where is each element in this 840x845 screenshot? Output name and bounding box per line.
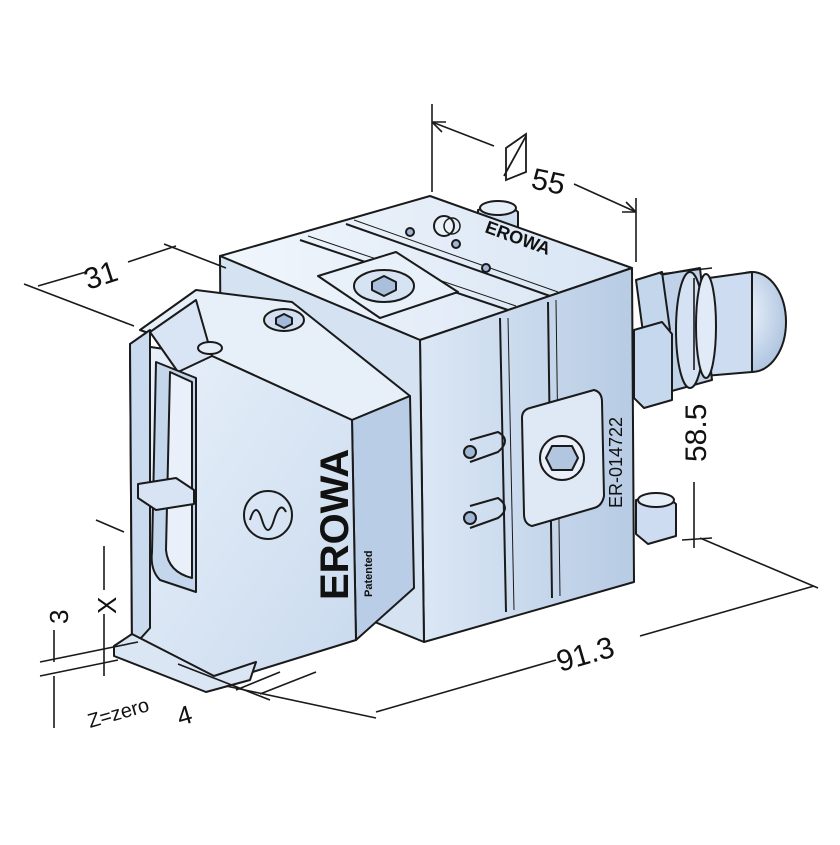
front-block xyxy=(113,289,415,693)
dim-depth: 31 xyxy=(80,255,122,297)
dim-width: 55 xyxy=(529,163,569,202)
dim-height: 58.5 xyxy=(680,404,713,462)
zero-reference: Z=zero xyxy=(85,694,151,732)
rear-connector xyxy=(635,267,787,393)
erowa-logo-icon-top xyxy=(443,217,461,235)
brand-label: EROWA xyxy=(313,449,357,600)
part-number-label: ER-014722 xyxy=(606,417,626,508)
erowa-logo-icon xyxy=(243,490,293,540)
dim-4: 4 xyxy=(173,699,195,732)
dimension-lines xyxy=(23,104,819,728)
dim-3: 3 xyxy=(44,610,74,624)
patented-label: Patented xyxy=(363,551,375,597)
square-symbol-icon xyxy=(503,132,527,182)
wave-icon xyxy=(249,506,287,531)
chuck-body xyxy=(113,195,787,693)
dim-x: X xyxy=(92,597,122,614)
dim-length: 91.3 xyxy=(553,631,618,679)
